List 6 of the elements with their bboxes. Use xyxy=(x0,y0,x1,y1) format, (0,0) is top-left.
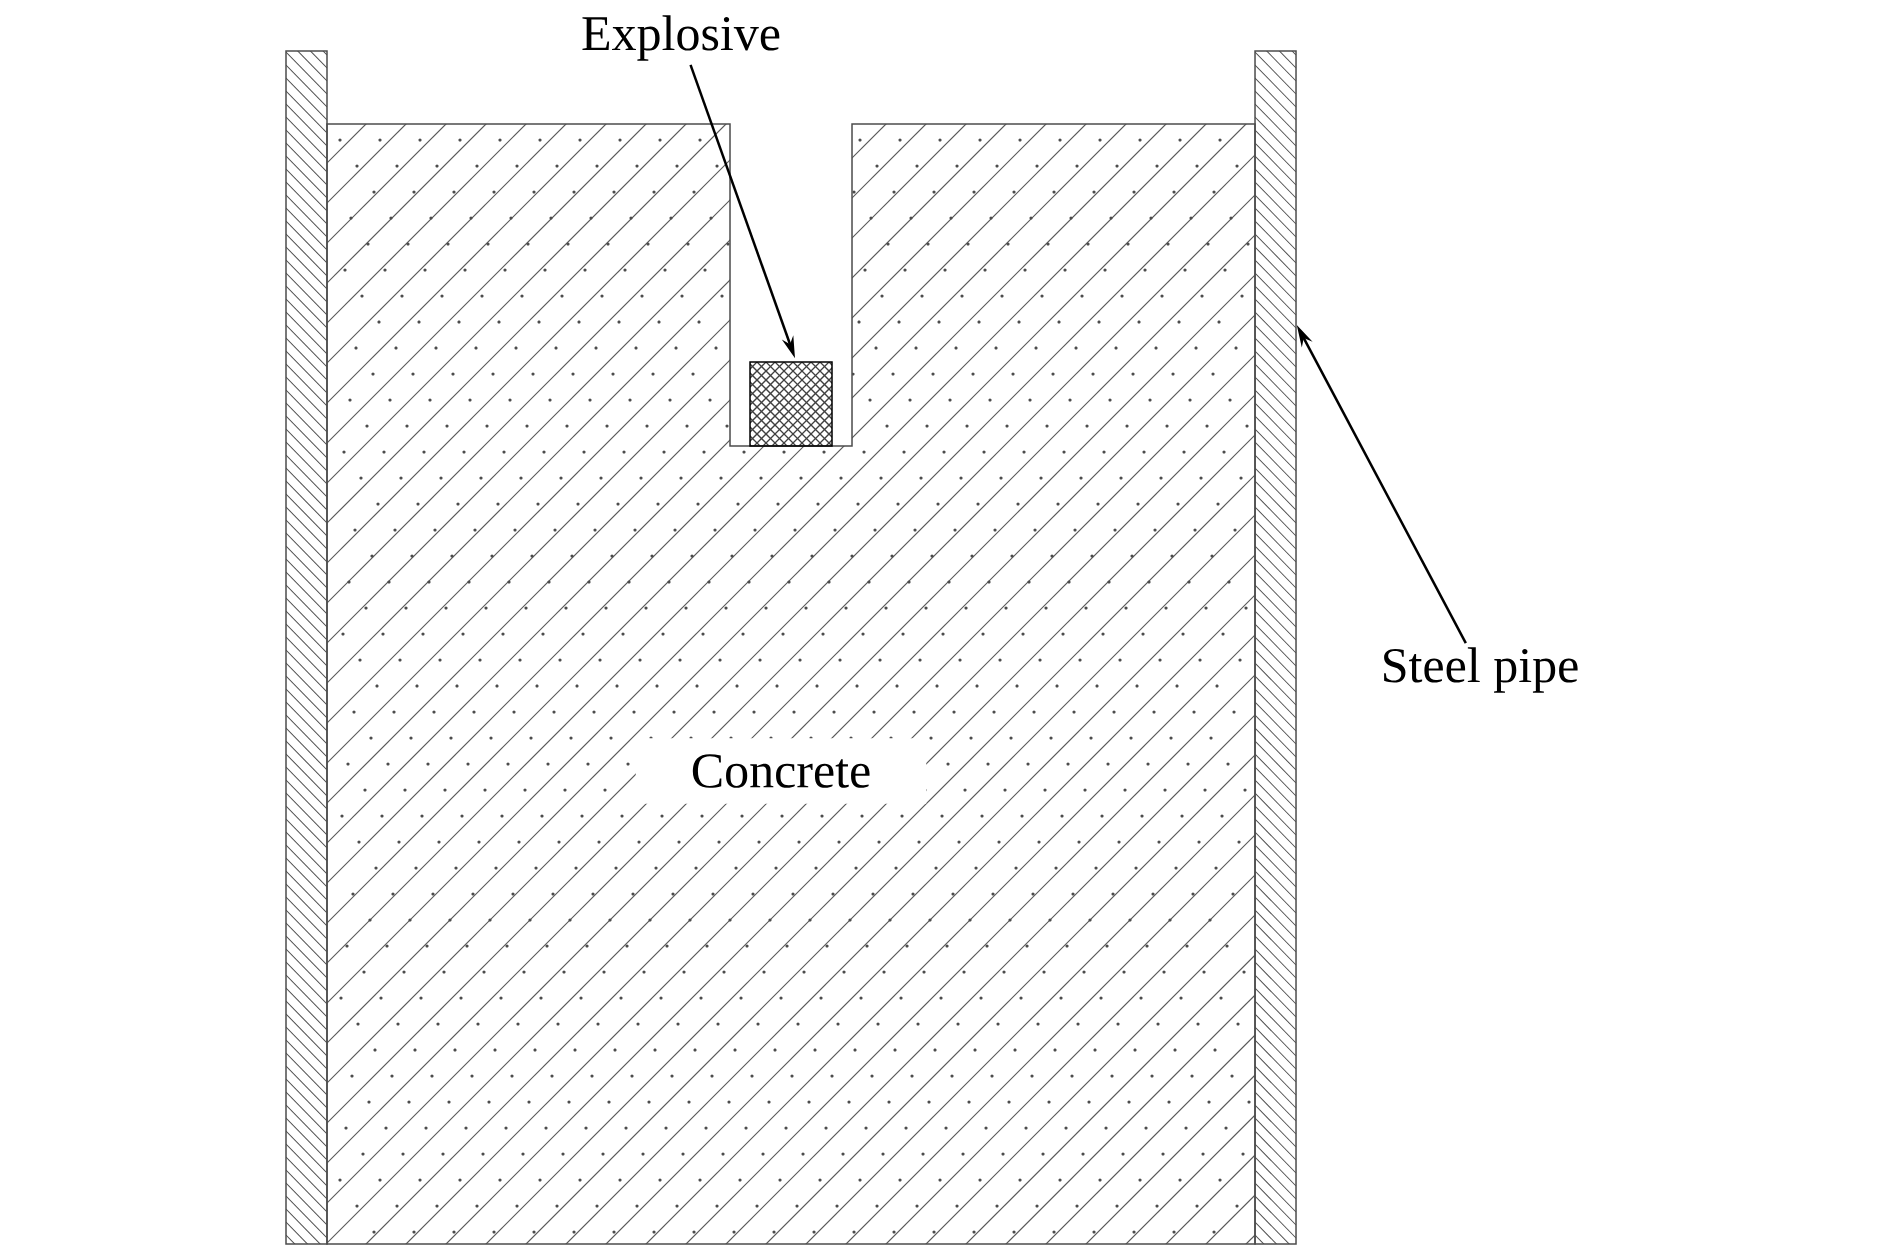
material-label: Concrete xyxy=(635,738,927,804)
part-label: Explosive xyxy=(582,15,780,61)
steel-pipe xyxy=(285,50,328,1245)
steel-pipe xyxy=(1254,50,1297,1245)
explosive-charge xyxy=(749,361,833,447)
part-label: Steel pipe xyxy=(1384,647,1578,693)
